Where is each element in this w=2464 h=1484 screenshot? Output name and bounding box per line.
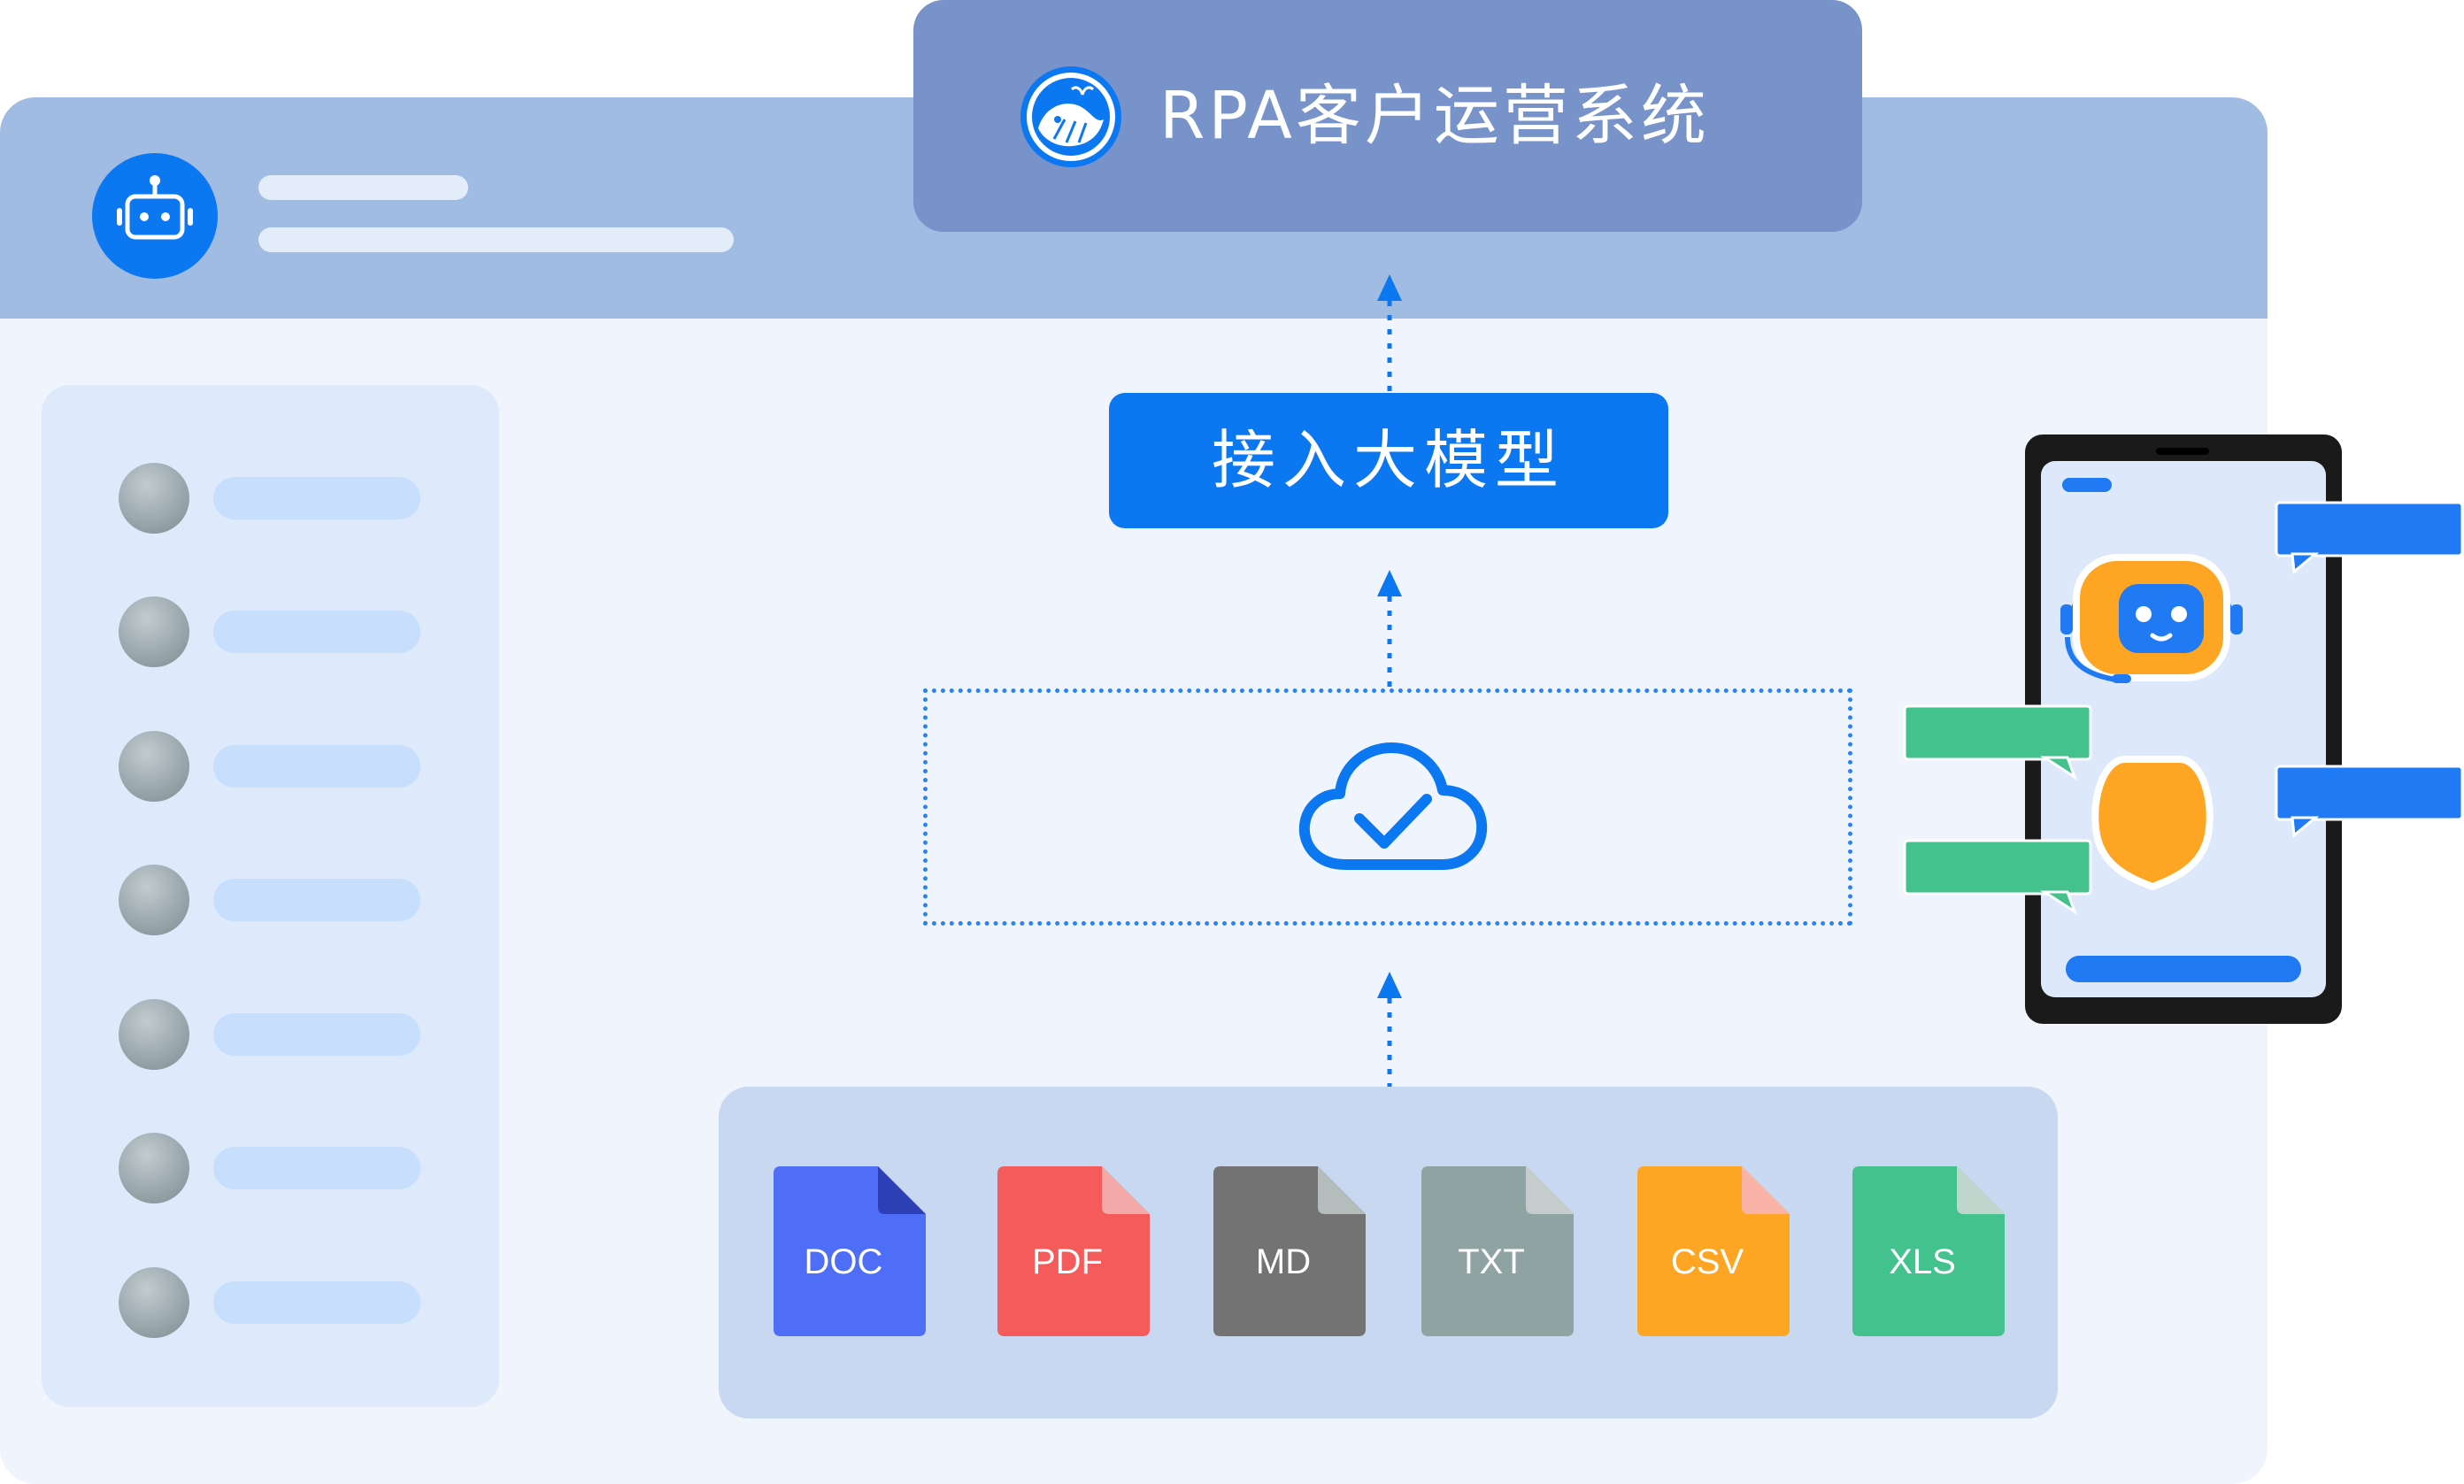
- file-doc-label: DOC: [804, 1242, 883, 1281]
- arrow-to-title: [1377, 274, 1402, 391]
- file-doc: DOC: [774, 1166, 926, 1336]
- arrow-to-cloud: [1377, 972, 1402, 1088]
- file-doc-icon: [774, 1166, 926, 1336]
- chat-bubble-blue-bottom: [2275, 765, 2464, 838]
- header-placeholder-line-2: [258, 227, 734, 252]
- sidebar-item-icon: [119, 596, 189, 667]
- cloud-check-icon: [1298, 742, 1488, 870]
- chat-bubble-blue-top: [2275, 501, 2464, 574]
- app-avatar: [92, 153, 218, 279]
- sidebar-item-icon: [119, 463, 189, 534]
- file-csv-label: CSV: [1670, 1242, 1744, 1281]
- file-md-icon: [1213, 1166, 1366, 1336]
- system-title: RPA客户运营系统: [1159, 78, 1710, 154]
- sidebar-item-icon: [119, 1267, 189, 1338]
- file-pdf: PDF: [997, 1166, 1150, 1336]
- files-panel: DOC PDF MD TXT CSV XLS: [719, 1087, 2058, 1419]
- llm-access-box: 接入大模型: [1109, 393, 1668, 528]
- file-txt-icon: [1421, 1166, 1574, 1336]
- sidebar-item-placeholder: [213, 477, 420, 519]
- chat-bubble-green-top: [1903, 704, 2092, 780]
- file-xls: XLS: [1852, 1166, 2005, 1336]
- llm-access-label: 接入大模型: [1211, 423, 1566, 497]
- file-csv-icon: [1637, 1166, 1790, 1336]
- system-title-box: RPA客户运营系统: [913, 0, 1862, 232]
- sidebar-item-icon: [119, 999, 189, 1070]
- whale-logo-icon: [1019, 65, 1123, 169]
- file-txt: TXT: [1421, 1166, 1574, 1336]
- chat-bubble-green-bottom: [1903, 839, 2092, 915]
- sidebar-item-placeholder: [213, 611, 420, 653]
- sidebar-item-placeholder: [213, 1147, 420, 1189]
- sidebar-item-placeholder: [213, 745, 420, 788]
- sidebar-item-placeholder: [213, 1013, 420, 1056]
- file-xls-icon: [1852, 1166, 2005, 1336]
- file-md: MD: [1213, 1166, 1366, 1336]
- sidebar-item-icon: [119, 1133, 189, 1203]
- cloud-container: [923, 688, 1852, 926]
- file-pdf-icon: [997, 1166, 1150, 1336]
- phone-assistant: [1903, 434, 2464, 1024]
- sidebar-item-placeholder: [213, 879, 420, 921]
- robot-face-icon: [117, 175, 193, 240]
- file-xls-label: XLS: [1889, 1242, 1956, 1281]
- flow-arrows: [1377, 274, 1402, 1088]
- file-pdf-label: PDF: [1032, 1242, 1103, 1281]
- sidebar: [42, 385, 499, 1407]
- file-txt-label: TXT: [1458, 1242, 1525, 1281]
- arrow-to-model: [1377, 570, 1402, 687]
- header-placeholder-line-1: [258, 175, 468, 200]
- file-csv: CSV: [1637, 1166, 1790, 1336]
- file-md-label: MD: [1255, 1242, 1312, 1281]
- sidebar-item-placeholder: [213, 1281, 420, 1324]
- sidebar-item-icon: [119, 731, 189, 802]
- robot-assistant-icon: [2060, 554, 2243, 891]
- sidebar-item-icon: [119, 865, 189, 935]
